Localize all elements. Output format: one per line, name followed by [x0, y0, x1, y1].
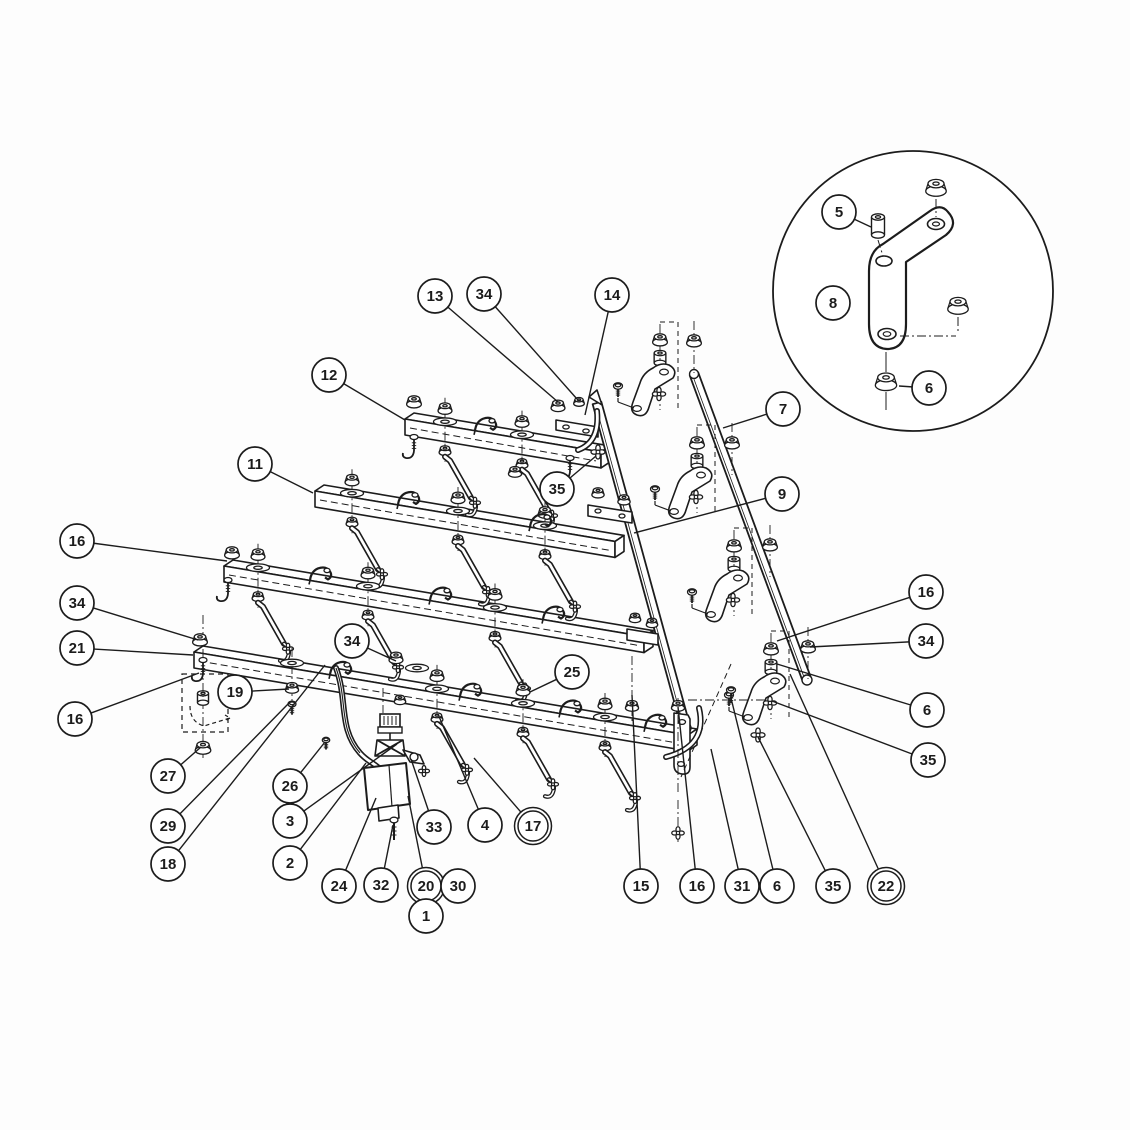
- callout-number: 35: [920, 752, 937, 769]
- callout-16: 16: [57, 672, 200, 737]
- callout-32: 32: [363, 824, 399, 903]
- callout-1: 1: [408, 898, 444, 934]
- callout-21: 21: [59, 630, 194, 666]
- mount-bracket-cluster-2: [686, 525, 779, 623]
- callout-number: 16: [69, 533, 86, 550]
- callout-number: 7: [779, 401, 787, 418]
- callout-number: 11: [247, 456, 263, 473]
- callout-3: 3: [272, 743, 398, 839]
- callout-number: 24: [331, 878, 348, 895]
- callout-35: 35: [757, 736, 851, 904]
- callout-number: 12: [321, 367, 338, 384]
- callout-number: 34: [344, 633, 361, 650]
- callout-number: 18: [160, 856, 177, 873]
- callout-number: 4: [481, 817, 490, 834]
- callout-number: 17: [525, 818, 542, 835]
- callout-11: 11: [237, 446, 314, 494]
- callout-number: 16: [918, 584, 935, 601]
- callout-number: 25: [564, 664, 581, 681]
- callout-number: 30: [450, 878, 467, 895]
- mount-bracket-cluster-0: [612, 321, 703, 417]
- callout-24: 24: [321, 797, 377, 904]
- callout-number: 6: [925, 380, 933, 397]
- callout-number: 33: [426, 819, 443, 836]
- callout-22: 22: [789, 673, 906, 906]
- callout-31: 31: [710, 748, 760, 904]
- callout-number: 35: [549, 481, 566, 498]
- callout-34: 34: [809, 623, 944, 659]
- callout-6: 6: [776, 663, 945, 728]
- mount-bracket-cluster-1: [649, 423, 741, 520]
- callout-6: 6: [730, 697, 795, 904]
- callout-16: 16: [677, 706, 715, 904]
- callout-number: 16: [689, 878, 706, 895]
- callout-number: 31: [734, 878, 751, 895]
- callout-number: 34: [476, 286, 493, 303]
- callout-number: 21: [69, 640, 86, 657]
- callout-number: 6: [923, 702, 931, 719]
- callout-number: 9: [778, 486, 786, 503]
- rail-12-hardware: [432, 397, 559, 531]
- callout-33: 33: [410, 758, 452, 845]
- callout-number: 34: [69, 595, 86, 612]
- callout-16: 16: [59, 523, 228, 562]
- rail-16: [223, 559, 654, 654]
- callout-16: 16: [776, 574, 944, 642]
- callout-number: 35: [825, 878, 842, 895]
- callout-number: 13: [427, 288, 444, 305]
- callout-2: 2: [272, 762, 367, 881]
- callout-number: 16: [67, 711, 84, 728]
- callout-number: 29: [160, 818, 177, 835]
- callout-19: 19: [217, 674, 290, 710]
- callout-number: 34: [918, 633, 935, 650]
- callout-number: 6: [773, 878, 781, 895]
- assembly-drawing: [181, 150, 1054, 842]
- callout-number: 8: [829, 295, 837, 312]
- callout-number: 26: [282, 778, 299, 795]
- rail-21-mid-mount: [279, 648, 305, 715]
- mount-bracket-cluster-3: [723, 627, 817, 726]
- callout-34: 34: [334, 623, 397, 662]
- actuator-assembly: [321, 651, 431, 840]
- callout-number: 2: [286, 855, 294, 872]
- callout-35: 35: [771, 700, 946, 778]
- callout-6: 6: [898, 370, 947, 406]
- callout-number: 22: [878, 878, 895, 895]
- callout-35: 35: [539, 455, 597, 507]
- rail-21-hardware: [328, 660, 668, 813]
- callout-34: 34: [466, 276, 578, 400]
- callout-number: 32: [373, 877, 390, 894]
- callout-7: 7: [722, 391, 801, 429]
- callout-14: 14: [584, 277, 630, 416]
- callout-12: 12: [311, 357, 406, 421]
- callout-17: 17: [473, 757, 553, 846]
- callout-number: 27: [160, 768, 177, 785]
- rail-11-hardware: [339, 469, 582, 622]
- callout-26: 26: [272, 741, 326, 804]
- callout-number: 5: [835, 204, 843, 221]
- callout-13: 13: [417, 278, 559, 403]
- callout-number: 15: [633, 878, 650, 895]
- callout-15: 15: [623, 694, 659, 904]
- callout-8: 8: [815, 285, 851, 321]
- callout-4: 4: [437, 713, 503, 843]
- callout-30: 30: [440, 868, 476, 904]
- diagonal-bar-7: [688, 368, 813, 686]
- callout-number: 3: [286, 813, 294, 830]
- callout-5: 5: [821, 194, 872, 230]
- callout-34: 34: [59, 585, 199, 641]
- callout-18: 18: [150, 664, 326, 882]
- callout-25: 25: [529, 654, 590, 693]
- callout-number: 19: [227, 684, 244, 701]
- callout-27: 27: [150, 746, 202, 794]
- callout-number: 20: [418, 878, 435, 895]
- callout-29: 29: [150, 701, 291, 844]
- callout-number: 14: [604, 287, 621, 304]
- callout-9: 9: [633, 476, 800, 534]
- diagonal-bar-9: [588, 389, 692, 734]
- callout-number: 1: [422, 908, 430, 925]
